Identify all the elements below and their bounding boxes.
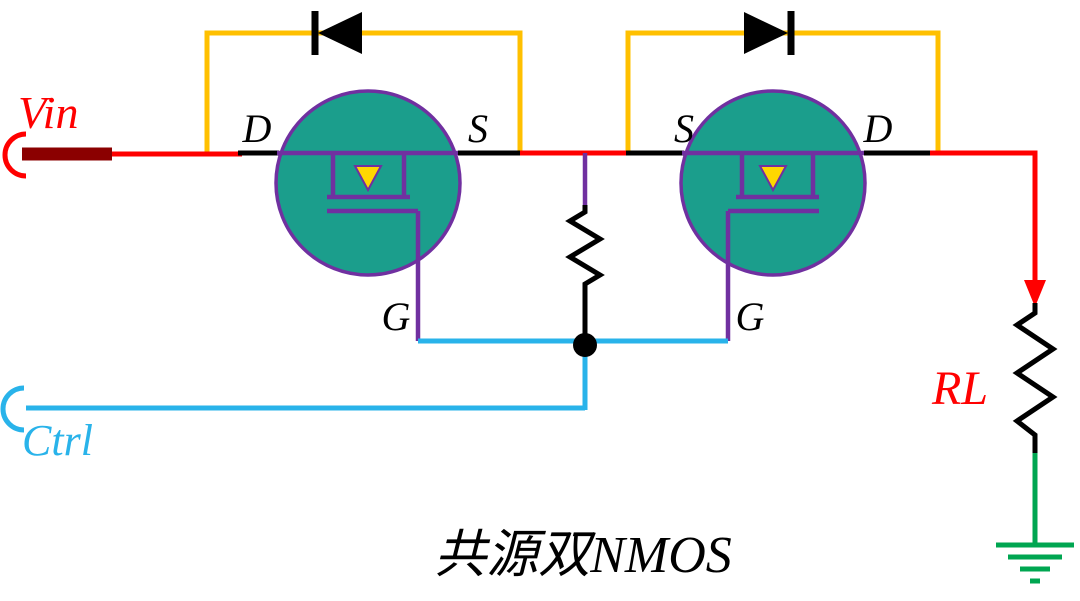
middle-resistor [565,205,605,292]
body-diode-loop-1 [204,30,523,153]
vin-label: Vin [18,87,78,138]
rl-label: RL [931,362,988,415]
body-diode-2 [744,11,795,55]
mosfet-1-source-label: S [468,106,488,151]
mosfet-1-symbol [327,153,421,341]
mosfet-2-arrow-icon [758,165,788,193]
mosfet-2-gate-label: G [736,294,765,339]
current-arrow-icon [1024,280,1046,307]
diode-triangle-icon [744,12,788,54]
mosfet-1-gate-label: G [382,294,411,339]
ctrl-connector-icon [0,385,25,433]
output-wire [930,150,1038,286]
ctrl-label: Ctrl [22,416,93,465]
load-resistor [1012,303,1058,455]
mosfet-2-symbol [725,153,819,341]
junction-dot [573,333,597,357]
ground-symbol-icon [996,542,1074,584]
mosfet-1-drain-label: D [242,106,272,151]
mosfet-2-drain-label: D [863,106,893,151]
mosfet-2-source-label: S [674,106,694,151]
circuit-title: 共源双NMOS [434,527,732,584]
mosfet-1-arrow-icon [353,165,383,193]
vin-connector-icon [2,131,27,179]
body-diode-1 [311,11,362,55]
diode-triangle-icon [318,12,362,54]
